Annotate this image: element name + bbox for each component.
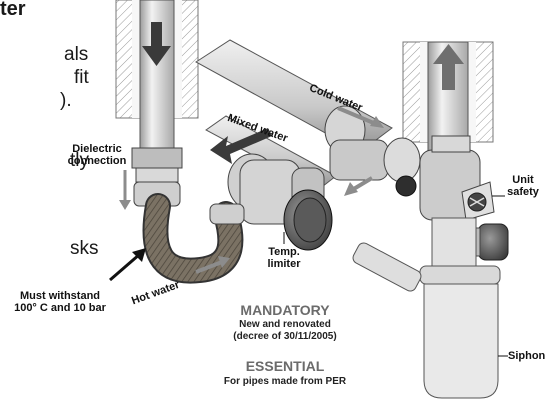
small-black-knob [396,176,416,196]
dielectric-connection-label: Dielectric connection [60,143,134,167]
braided-hot-hose [155,204,244,271]
return-arrow [344,178,372,196]
essential-heading: ESSENTIAL [212,358,358,374]
must-withstand-label: Must withstand 100° C and 10 bar [4,290,116,314]
dielectric-arrow [119,170,131,210]
cut-text-line-1: als [64,44,88,66]
mandatory-subtext: New and renovated (decree of 30/11/2005) [212,319,358,343]
cut-text-line-5: sks [70,238,99,260]
unit-safety-label: Unit safety [500,174,546,198]
temp-limiter-knob [284,190,332,250]
cut-text-line-3: ). [60,90,72,112]
mandatory-heading: MANDATORY [212,302,358,318]
essential-subtext: For pipes made from PER [204,376,366,388]
siphon-label: Siphon [508,350,545,362]
cut-title-fragment: ter [0,0,26,21]
cut-text-line-2: fit [74,67,89,89]
must-withstand-arrow [110,248,146,280]
temp-limiter-label: Temp. limiter [258,246,310,270]
